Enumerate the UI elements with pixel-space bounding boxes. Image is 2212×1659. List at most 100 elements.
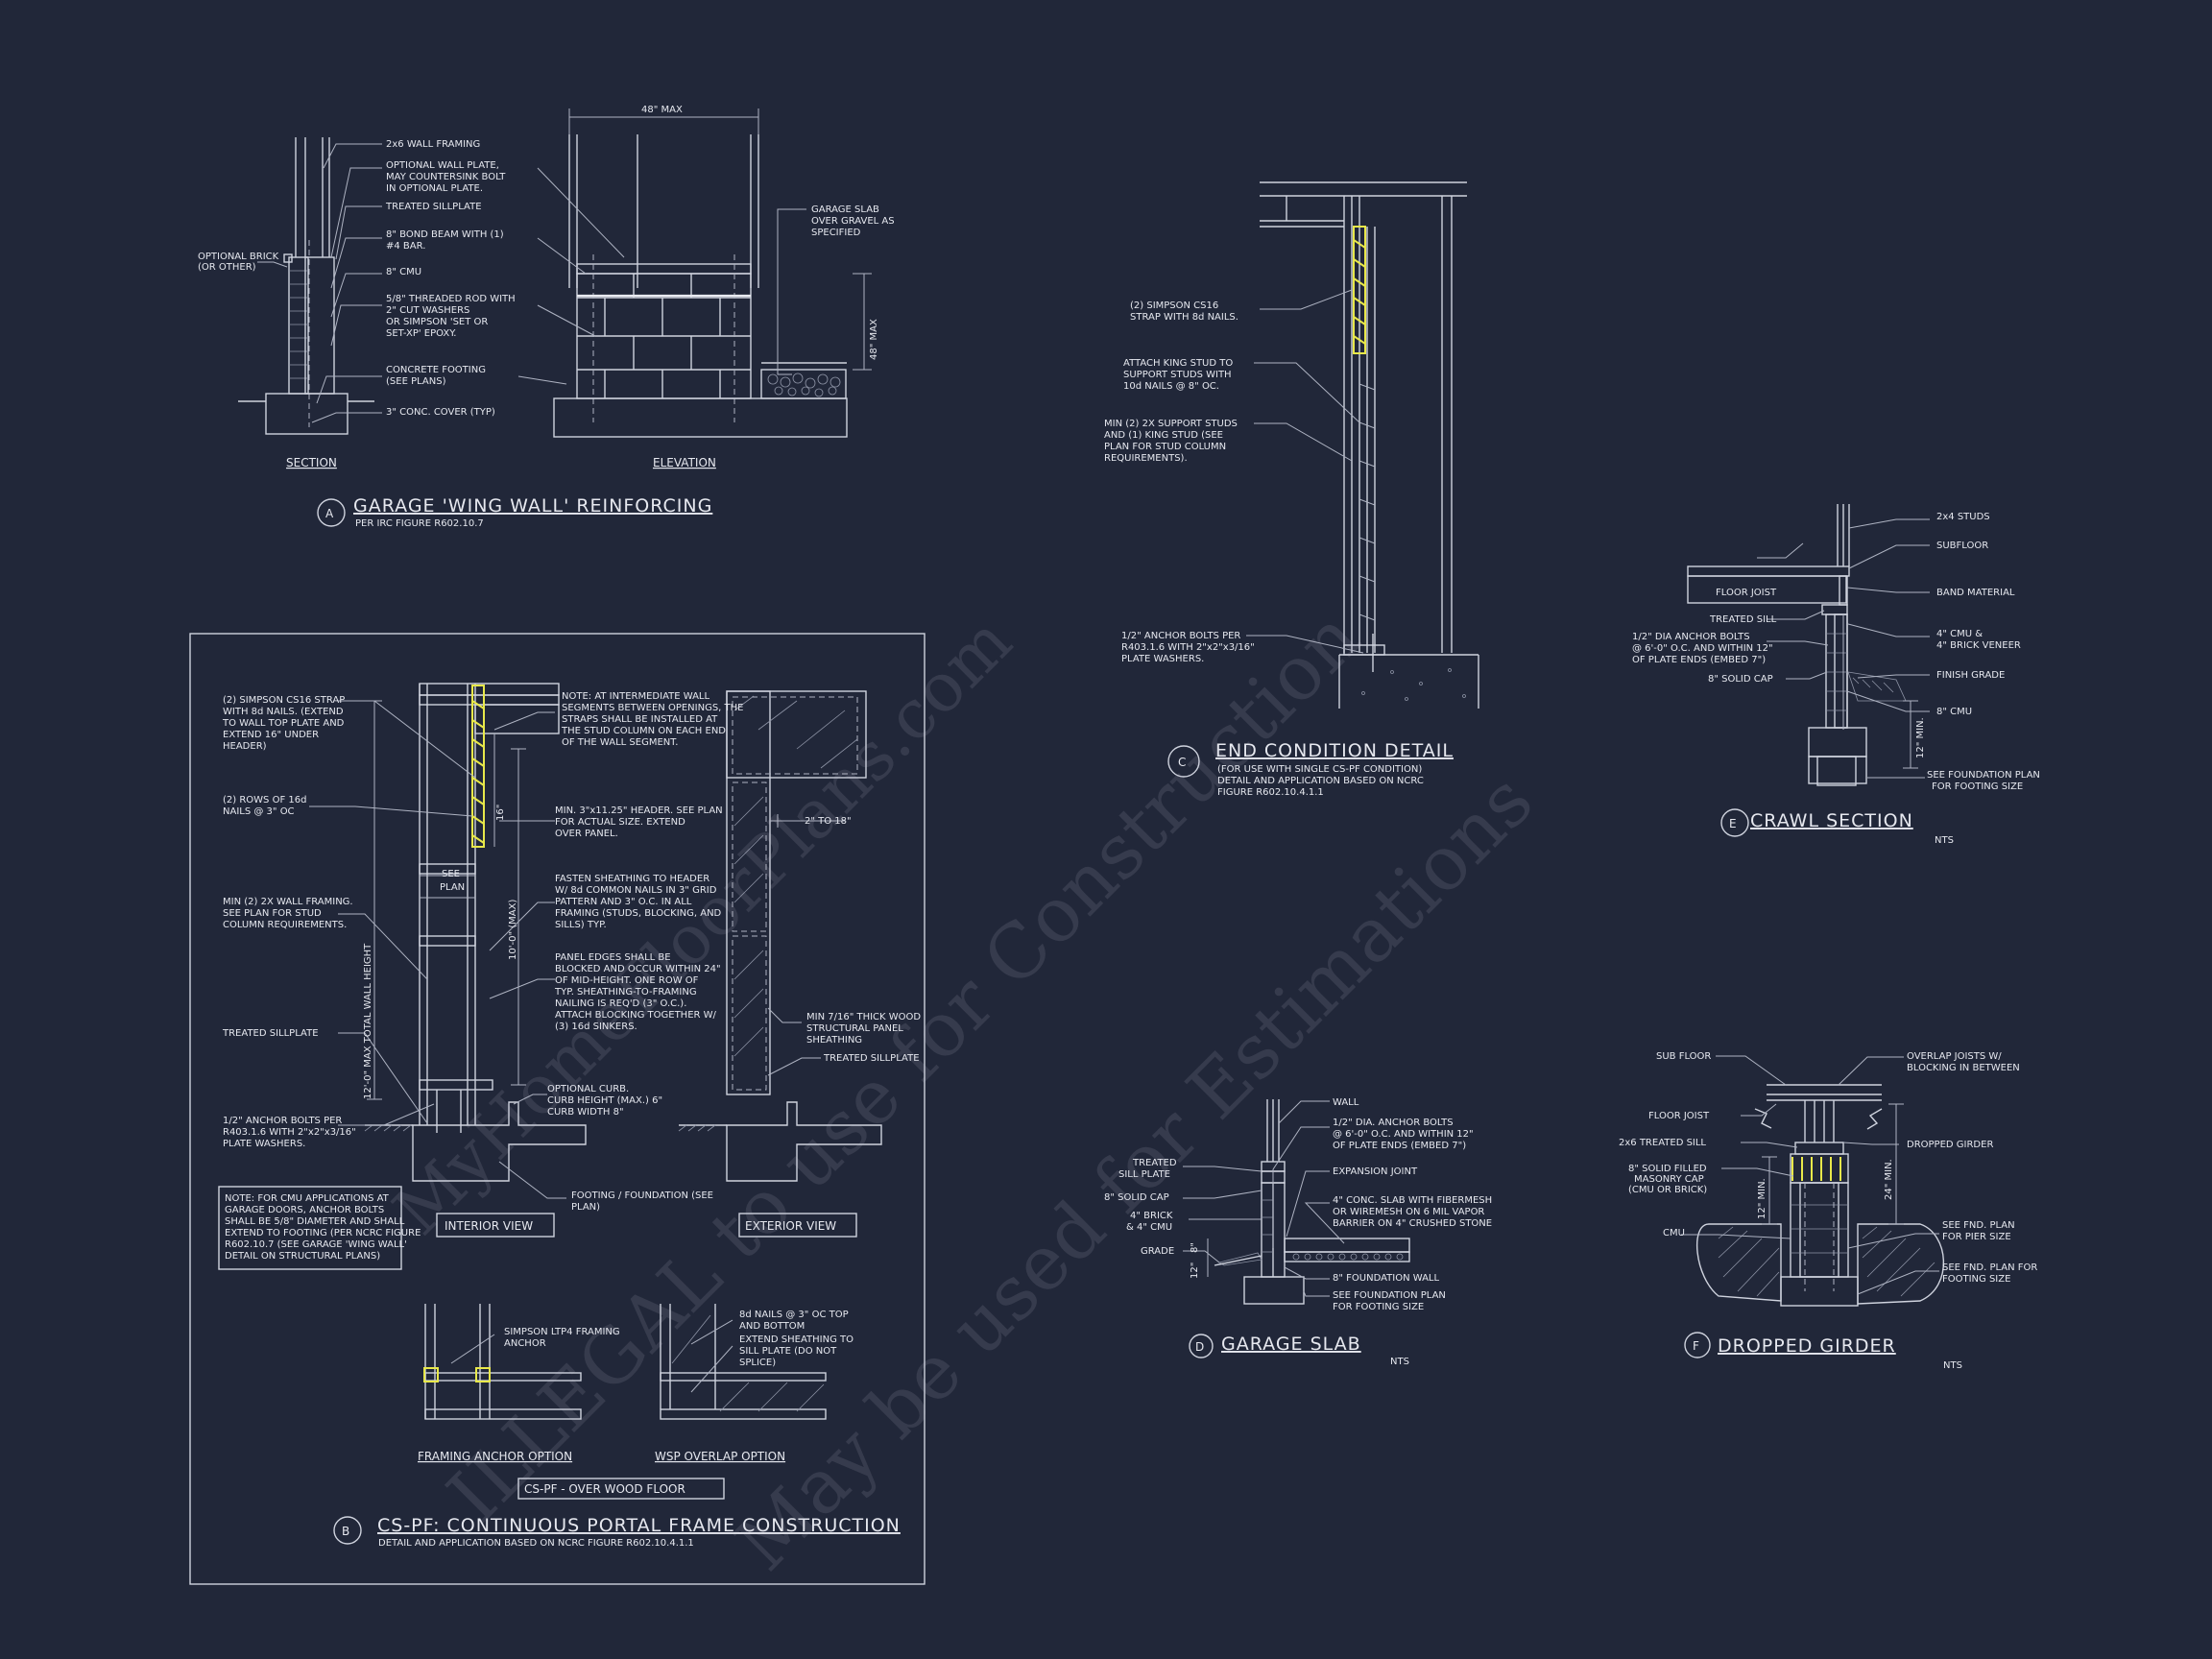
detail-e-left-note-2-0: 1/2" DIA ANCHOR BOLTS xyxy=(1632,632,1750,642)
detail-b-mid-note-2-0: FASTEN SHEATHING TO HEADER xyxy=(555,874,709,884)
detail-a-note-4: TREATED SILLPLATE xyxy=(385,202,482,212)
detail-e-right-note-6-1: FOR FOOTING SIZE xyxy=(1932,781,2023,792)
detail-a-note-12: CONCRETE FOOTING xyxy=(386,365,486,375)
detail-d-right-note-5-0: SEE FOUNDATION PLAN xyxy=(1333,1290,1446,1301)
detail-b-left-note-4-2: PLATE WASHERS. xyxy=(223,1139,305,1149)
detail-d-marker-circle xyxy=(1189,1334,1214,1358)
detail-b-mid-note-3-6: (3) 16d SINKERS. xyxy=(555,1022,637,1032)
detail-b-mid-note-0-0: NOTE: AT INTERMEDIATE WALL xyxy=(562,691,710,702)
detail-a-elevation-label: ELEVATION xyxy=(653,456,716,469)
detail-d-right-note-2: EXPANSION JOINT xyxy=(1333,1166,1418,1177)
detail-e-right-note-3-0: 4" CMU & xyxy=(1936,629,1983,639)
detail-b-mid-note-3-1: BLOCKED AND OCCUR WITHIN 24" xyxy=(555,964,721,974)
detail-d-left-note-2-0: 4" BRICK xyxy=(1130,1211,1173,1221)
detail-f-right-note-3-1: FOOTING SIZE xyxy=(1942,1274,2010,1285)
detail-f-right-note-0-1: BLOCKING IN BETWEEN xyxy=(1907,1063,2020,1073)
detail-e-right-note-5: 8" CMU xyxy=(1936,707,1972,717)
detail-b-interior-label-box xyxy=(436,1213,555,1238)
detail-f-scale: NTS xyxy=(1943,1360,1962,1371)
detail-b-exterior-label: EXTERIOR VIEW xyxy=(745,1219,836,1233)
detail-b-interior-view-drawing xyxy=(364,683,587,1182)
detail-a-dim-width: 48" MAX xyxy=(641,105,683,115)
detail-a-brick-note-1: (OR OTHER) xyxy=(198,262,256,273)
detail-c-subtitle-0: (FOR USE WITH SINGLE CS-PF CONDITION) xyxy=(1217,764,1422,775)
detail-a-slab-note-1: OVER GRAVEL AS xyxy=(811,216,895,227)
detail-d-title: GARAGE SLAB xyxy=(1221,1334,1361,1355)
detail-b-left-note-0-4: HEADER) xyxy=(223,741,267,752)
detail-d-marker: D xyxy=(1195,1340,1204,1354)
detail-b-see-plan-1: PLAN xyxy=(440,882,465,893)
detail-f-left-note-2: 2x6 TREATED SILL xyxy=(1619,1138,1706,1148)
detail-b-right-note-0-0: MIN 7/16" THICK WOOD xyxy=(806,1012,921,1022)
detail-b-left-note-0-3: EXTEND 16" UNDER xyxy=(223,730,319,740)
detail-f-right-note-2-0: SEE FND. PLAN xyxy=(1942,1220,2015,1231)
detail-a-subtitle: PER IRC FIGURE R602.10.7 xyxy=(355,518,484,529)
detail-d-drawing xyxy=(1207,1099,1410,1305)
detail-b-mid-note-0-2: STRAPS SHALL BE INSTALLED AT xyxy=(562,714,718,725)
detail-a-marker: A xyxy=(325,507,334,520)
detail-d-right-note-0: WALL xyxy=(1333,1097,1359,1108)
detail-c-drawing xyxy=(1260,181,1479,709)
detail-f-leaders xyxy=(1681,1055,1939,1295)
detail-e-right-note-6-0: SEE FOUNDATION PLAN xyxy=(1927,770,2040,781)
detail-e-right-note-3-1: 4" BRICK VENEER xyxy=(1936,640,2021,651)
detail-a-brick-note-0: OPTIONAL BRICK xyxy=(198,252,279,262)
detail-f-right-note-1: DROPPED GIRDER xyxy=(1907,1140,1993,1150)
detail-b-left-note-2-1: SEE PLAN FOR STUD xyxy=(223,908,322,919)
detail-b-mid-note-4-1: CURB HEIGHT (MAX.) 6" xyxy=(547,1095,662,1106)
detail-b-mid-note-3-2: OF MID-HEIGHT. ONE ROW OF xyxy=(555,975,699,986)
detail-b-mid-note-4-2: CURB WIDTH 8" xyxy=(547,1107,624,1118)
detail-e-left-note-3: 8" SOLID CAP xyxy=(1708,674,1773,685)
detail-f-drawing xyxy=(1696,1084,1945,1307)
detail-b-mid-note-3-3: TYP. SHEATHING-TO-FRAMING xyxy=(554,987,697,998)
detail-b-mid-note-1-0: MIN. 3"x11.25" HEADER. SEE PLAN xyxy=(555,805,723,816)
detail-a-section-drawing xyxy=(238,137,374,435)
detail-a-elevation-drawing xyxy=(553,108,872,438)
detail-e-dim-12min: 12" MIN. xyxy=(1915,717,1926,758)
detail-d-left-note-0-1: SILL PLATE xyxy=(1118,1169,1170,1180)
detail-a-note-9: 2" CUT WASHERS xyxy=(386,305,469,316)
detail-b-cmu-note-0: NOTE: FOR CMU APPLICATIONS AT xyxy=(225,1193,390,1204)
detail-e-right-note-1: SUBFLOOR xyxy=(1936,541,1988,551)
detail-c-note-3-0: 1/2" ANCHOR BOLTS PER xyxy=(1121,631,1240,641)
detail-a-note-7: 8" CMU xyxy=(386,267,421,277)
detail-d-right-note-3-2: BARRIER ON 4" CRUSHED STONE xyxy=(1333,1218,1492,1229)
detail-d-left-note-1: 8" SOLID CAP xyxy=(1104,1192,1169,1203)
detail-e-scale: NTS xyxy=(1935,835,1954,846)
detail-f-left-note-3-2: (CMU OR BRICK) xyxy=(1628,1185,1707,1195)
detail-b-left-note-2-0: MIN (2) 2X WALL FRAMING. xyxy=(223,897,353,907)
detail-f-marker: F xyxy=(1693,1339,1699,1353)
detail-b-frame-border xyxy=(189,633,926,1585)
detail-a-note-10: OR SIMPSON 'SET OR xyxy=(386,317,488,327)
detail-b-cs-pf-box xyxy=(517,1478,725,1500)
detail-c-note-0-0: (2) SIMPSON CS16 xyxy=(1130,301,1218,311)
detail-f-left-note-3-1: MASONRY CAP xyxy=(1634,1174,1704,1185)
detail-f-left-note-3-0: 8" SOLID FILLED xyxy=(1628,1164,1707,1174)
detail-b-mid-note-0-1: SEGMENTS BETWEEN OPENINGS, THE xyxy=(562,703,743,713)
detail-c-leaders xyxy=(1246,289,1364,654)
detail-b-framing-anchor-label: FRAMING ANCHOR OPTION xyxy=(418,1450,572,1463)
detail-b-mid-note-5-0: FOOTING / FOUNDATION (SEE xyxy=(571,1190,713,1201)
detail-c-note-2-0: MIN (2) 2X SUPPORT STUDS xyxy=(1104,419,1238,429)
detail-d-right-note-3-1: OR WIREMESH ON 6 MIL VAPOR xyxy=(1333,1207,1484,1217)
detail-c-end-condition: (2) SIMPSON CS16 STRAP WITH 8d NAILS. AT… xyxy=(1104,181,1479,798)
detail-b-wsp-note-1: AND BOTTOM xyxy=(739,1321,805,1332)
detail-b-mid-note-4-0: OPTIONAL CURB. xyxy=(547,1084,629,1094)
detail-f-title: DROPPED GIRDER xyxy=(1718,1335,1896,1357)
detail-a-slab-note-0: GARAGE SLAB xyxy=(811,204,879,215)
detail-b-left-note-0-1: WITH 8d NAILS. (EXTEND xyxy=(223,707,344,717)
detail-b-exterior-label-box xyxy=(738,1213,857,1238)
detail-e-left-note-0: FLOOR JOIST xyxy=(1716,588,1777,598)
detail-b-anchor-note-0: SIMPSON LTP4 FRAMING xyxy=(504,1327,620,1337)
detail-c-note-2-2: PLAN FOR STUD COLUMN xyxy=(1104,442,1226,452)
detail-a-note-0: 2x6 WALL FRAMING xyxy=(386,139,480,150)
detail-b-cmu-note-5: DETAIL ON STRUCTURAL PLANS) xyxy=(225,1251,380,1262)
detail-e-left-note-1: TREATED SILL xyxy=(1709,614,1777,625)
detail-b-mid-note-3-0: PANEL EDGES SHALL BE xyxy=(555,952,671,963)
detail-a-note-14: 3" CONC. COVER (TYP) xyxy=(386,407,495,418)
detail-b-cmu-note-box xyxy=(218,1186,402,1270)
detail-e-right-note-4: FINISH GRADE xyxy=(1936,670,2005,681)
detail-d-right-note-4: 8" FOUNDATION WALL xyxy=(1333,1273,1439,1284)
detail-c-note-1-2: 10d NAILS @ 8" OC. xyxy=(1123,381,1219,392)
